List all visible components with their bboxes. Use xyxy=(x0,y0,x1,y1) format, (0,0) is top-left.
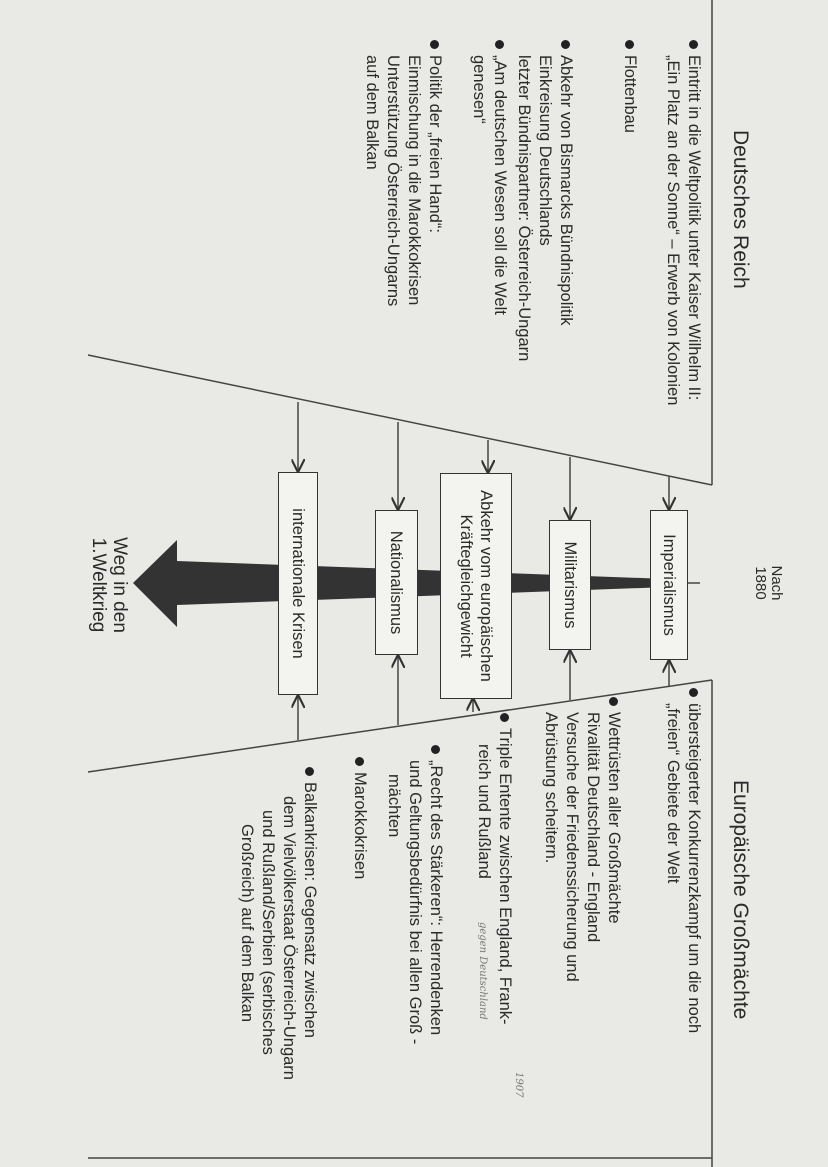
bullet-icon xyxy=(305,767,314,776)
text-line: Abkehr von Bismarcks Bündnispolitik xyxy=(557,55,575,326)
bullet-icon xyxy=(430,40,439,49)
text-line: Militarismus xyxy=(561,541,579,629)
text-line: Abrüstung scheitern. xyxy=(542,712,560,864)
text-line: Rivalität Deutschland - England xyxy=(584,712,602,943)
text-line: Marokkokrisen xyxy=(351,772,369,880)
text-line: Nationalismus xyxy=(387,530,406,635)
text-line: mächten xyxy=(385,774,403,838)
text-line: übersteigerter Konkurrenzkampf um die no… xyxy=(685,703,703,1034)
right-item-5: Marokkokrisen xyxy=(349,757,370,880)
box-imperialismus: Imperialismus xyxy=(650,510,688,660)
left-item-1: Eintritt in die Weltpolitik unter Kaiser… xyxy=(662,40,704,406)
text-line: „Recht des Stärkeren“: Herrendenken xyxy=(427,760,445,1036)
handwritten-year: 1907 xyxy=(513,1072,524,1098)
bullet-icon xyxy=(561,40,570,49)
text-line: Politik der „freien Hand“: xyxy=(426,55,444,233)
text-line: Großreich) auf dem Balkan xyxy=(238,824,256,1023)
text-line: und Geltungsbedürfnis bei allen Groß - xyxy=(406,760,424,1045)
bullet-icon xyxy=(609,697,618,706)
bullet-icon xyxy=(500,713,509,722)
text-line: „freien“ Gebiete der Welt xyxy=(664,703,682,884)
text-line: Nach xyxy=(768,565,785,601)
text-line: Kräftegleichgewicht xyxy=(457,514,475,658)
text-line: Flottenbau xyxy=(621,55,639,133)
bullet-icon xyxy=(495,40,504,49)
left-item-2: Flottenbau xyxy=(619,40,640,133)
text-line: „Am deutschen Wesen soll die Welt xyxy=(491,55,509,315)
text-line: Weg in den xyxy=(109,537,130,633)
text-line: internationale Krisen xyxy=(289,508,307,659)
text-line: Versuche der Friedenssicherung und xyxy=(563,712,581,982)
left-panel-diagonal xyxy=(87,354,713,486)
bullet-icon xyxy=(689,40,698,49)
text-line: letzter Bündnispartner: Österreich-Ungar… xyxy=(515,55,533,362)
bullet-icon xyxy=(625,40,634,49)
right-panel-diagonal xyxy=(87,679,713,773)
text-line: genesen“ xyxy=(470,55,488,124)
text-line: Triple Entente zwischen England, Frank- xyxy=(496,728,514,1025)
box-nationalismus: Nationalismus xyxy=(375,510,418,655)
bullet-icon xyxy=(689,688,698,697)
start-label: Nach 1880 xyxy=(752,560,785,606)
text-line: Einmischung in die Marokkokrisen xyxy=(405,55,423,306)
text-line: „Ein Platz an der Sonne“ – Erwerb von Ko… xyxy=(664,55,682,406)
bullet-icon xyxy=(431,745,440,754)
end-label: Weg in den 1.Weltkrieg xyxy=(88,520,130,650)
box-internationale-krisen: internationale Krisen xyxy=(278,472,318,695)
text-line: 1880 xyxy=(752,566,769,600)
right-item-1: übersteigerter Konkurrenzkampf um die no… xyxy=(662,688,704,1034)
text-line: Imperialismus xyxy=(660,534,678,636)
right-panel-title: Europäische Großmächte xyxy=(729,780,752,1020)
text-line: Abkehr vom europäischen xyxy=(477,490,495,682)
text-line: Wettrüsten aller Großmächte xyxy=(605,712,623,924)
box-militarismus: Militarismus xyxy=(549,520,591,650)
text-line: 1.Weltkrieg xyxy=(88,537,109,633)
left-panel-title: Deutsches Reich xyxy=(729,130,752,289)
text-line: dem Vielvölkerstaat Österreich-Ungarn xyxy=(280,796,298,1080)
text-line: Unterstützung Österreich-Ungarns xyxy=(384,55,402,307)
text-line: Einkreisung Deutschlands xyxy=(536,55,554,246)
left-item-5: Politik der „freien Hand“:Einmischung in… xyxy=(361,40,445,307)
handwritten-note: gegen Deutschland xyxy=(477,922,488,1020)
bullet-icon xyxy=(355,757,364,766)
text-line: Balkankrisen: Gegensatz zwischen xyxy=(301,782,319,1038)
text-line: Eintritt in die Weltpolitik unter Kaiser… xyxy=(685,55,703,401)
text-line: auf dem Balkan xyxy=(363,55,381,170)
text-line: und Rußland/Serbien (serbisches xyxy=(259,810,277,1055)
